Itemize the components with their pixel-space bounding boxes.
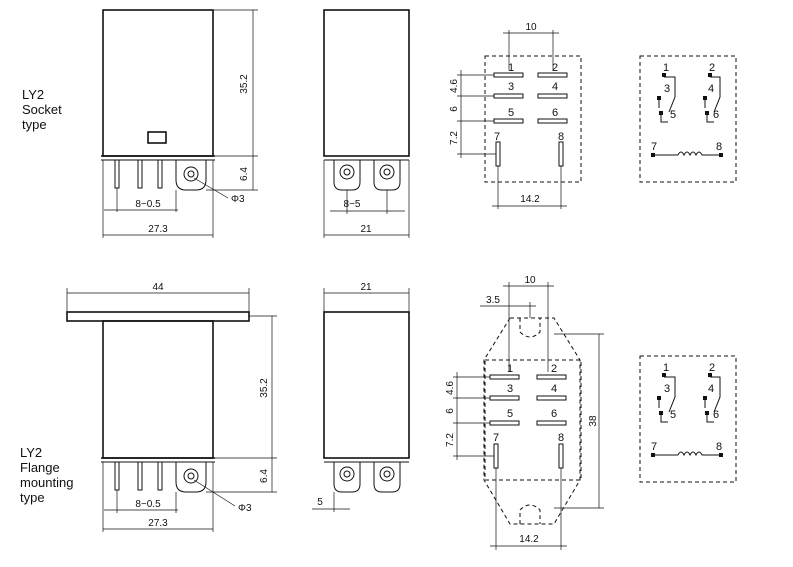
sch-pin: 7: [651, 441, 657, 453]
height-dimension: 35.2: [239, 74, 250, 94]
sch-pin: 3: [664, 83, 670, 95]
socket-title-line: Socket: [22, 102, 62, 117]
socket-title: LY2 Socket type: [22, 87, 62, 132]
sch-pin: 3: [664, 383, 670, 395]
sch-pin: 8: [716, 141, 722, 153]
fp-row3-dim: 7.2: [445, 433, 456, 447]
socket-footprint: 10 1 2 3 4 5 6 7 8 4.6 6 7.2: [449, 22, 582, 209]
fp-top-pitch: 10: [524, 275, 536, 286]
fp-offset-dim: 3.5: [486, 295, 500, 306]
fp-pin-label: 5: [508, 107, 514, 119]
socket-front-view: 35.2 6.4 Φ3 8−0.5 27.3: [101, 9, 258, 238]
width-dimension: 27.3: [148, 224, 168, 235]
socket-title-line: LY2: [22, 87, 45, 102]
fp-pin-label: 5: [507, 408, 513, 420]
window: [147, 131, 167, 144]
relay-body-side: [323, 311, 410, 459]
pin-length-dimension: 6.4: [239, 167, 250, 181]
fp-pin-label: 8: [558, 131, 564, 143]
footprint-outline: [484, 55, 582, 183]
fp-pin-label: 4: [552, 81, 558, 93]
width-dimension: 27.3: [148, 518, 168, 529]
fp-row2-dim: 6: [445, 408, 456, 414]
sch-pin: 8: [716, 441, 722, 453]
pin-length-dimension: 6.4: [259, 469, 270, 483]
height-dimension: 35.2: [259, 378, 270, 398]
flange-side-view: 21 5: [312, 282, 410, 512]
fp-pin-label: 3: [507, 383, 513, 395]
sch-pin: 5: [670, 409, 676, 421]
sch-pin: 6: [713, 109, 719, 121]
socket-side-view: 8−5 21: [323, 9, 410, 238]
fp-pin-label: 7: [494, 131, 500, 143]
fp-bottom-dim: 14.2: [519, 534, 539, 545]
fp-bottom-dim: 14.2: [520, 194, 540, 205]
sch-pin: 1: [663, 362, 669, 374]
hole-dimension: Φ3: [231, 194, 245, 205]
sch-pin: 5: [670, 109, 676, 121]
flange-plate: [66, 311, 250, 322]
sch-pin: 7: [651, 141, 657, 153]
side-offset-dimension: 5: [317, 497, 323, 508]
fp-pin-label: 4: [551, 383, 557, 395]
fp-pin-label: 1: [508, 62, 514, 74]
relay-body-side: [323, 9, 410, 157]
sch-pin: 1: [663, 62, 669, 74]
flange-title: LY2 Flange mounting type: [20, 445, 73, 505]
flange-front-view: 44 35.2 6.4 Φ3 8−0.5 27.3: [66, 282, 277, 532]
fp-pin-label: 3: [508, 81, 514, 93]
sch-pin: 4: [708, 83, 714, 95]
fp-pin-label: 2: [552, 62, 558, 74]
fp-pin-label: 7: [493, 432, 499, 444]
fp-top-pitch: 10: [525, 22, 537, 33]
flange-footprint: 10 3.5 1 2 3 4 5 6 7 8 4.6 6 7.2: [445, 275, 604, 550]
side-width-dimension: 21: [360, 282, 372, 293]
fp-pin-label: 8: [558, 432, 564, 444]
socket-title-line: type: [22, 117, 47, 132]
fp-pin-label: 2: [551, 363, 557, 375]
pitch-dimension: 8−0.5: [135, 199, 161, 210]
relay-body: [102, 9, 214, 157]
flange-title-line: LY2: [20, 445, 43, 460]
overall-width-dimension: 44: [152, 282, 164, 293]
fp-pin-label: 1: [507, 363, 513, 375]
socket-schematic: 1 2 3 4 5 6 7 8: [639, 55, 737, 183]
side-width-dimension: 21: [360, 224, 372, 235]
fp-row3-dim: 7.2: [449, 131, 460, 145]
schematic-outline: [639, 355, 737, 483]
flange-title-line: Flange: [20, 460, 60, 475]
fp-pin-label: 6: [552, 107, 558, 119]
hole-dimension: Φ3: [238, 503, 252, 514]
sch-pin: 4: [708, 383, 714, 395]
side-pitch-dimension: 8−5: [344, 199, 361, 210]
fp-pin-label: 6: [551, 408, 557, 420]
flange-title-line: type: [20, 490, 45, 505]
sch-pin: 2: [709, 62, 715, 74]
fp-row2-dim: 6: [449, 106, 460, 112]
flange-schematic: 1 2 3 4 5 6 7 8: [639, 355, 737, 483]
sch-pin: 6: [713, 409, 719, 421]
sch-pin: 2: [709, 362, 715, 374]
flange-title-line: mounting: [20, 475, 74, 490]
fp-row1-dim: 4.6: [445, 381, 456, 395]
schematic-outline: [639, 55, 737, 183]
fp-height-dim: 38: [588, 415, 599, 427]
terminal-hole: [183, 166, 199, 182]
relay-body: [102, 320, 214, 459]
fp-row1-dim: 4.6: [449, 79, 460, 93]
pitch-dimension: 8−0.5: [135, 499, 161, 510]
